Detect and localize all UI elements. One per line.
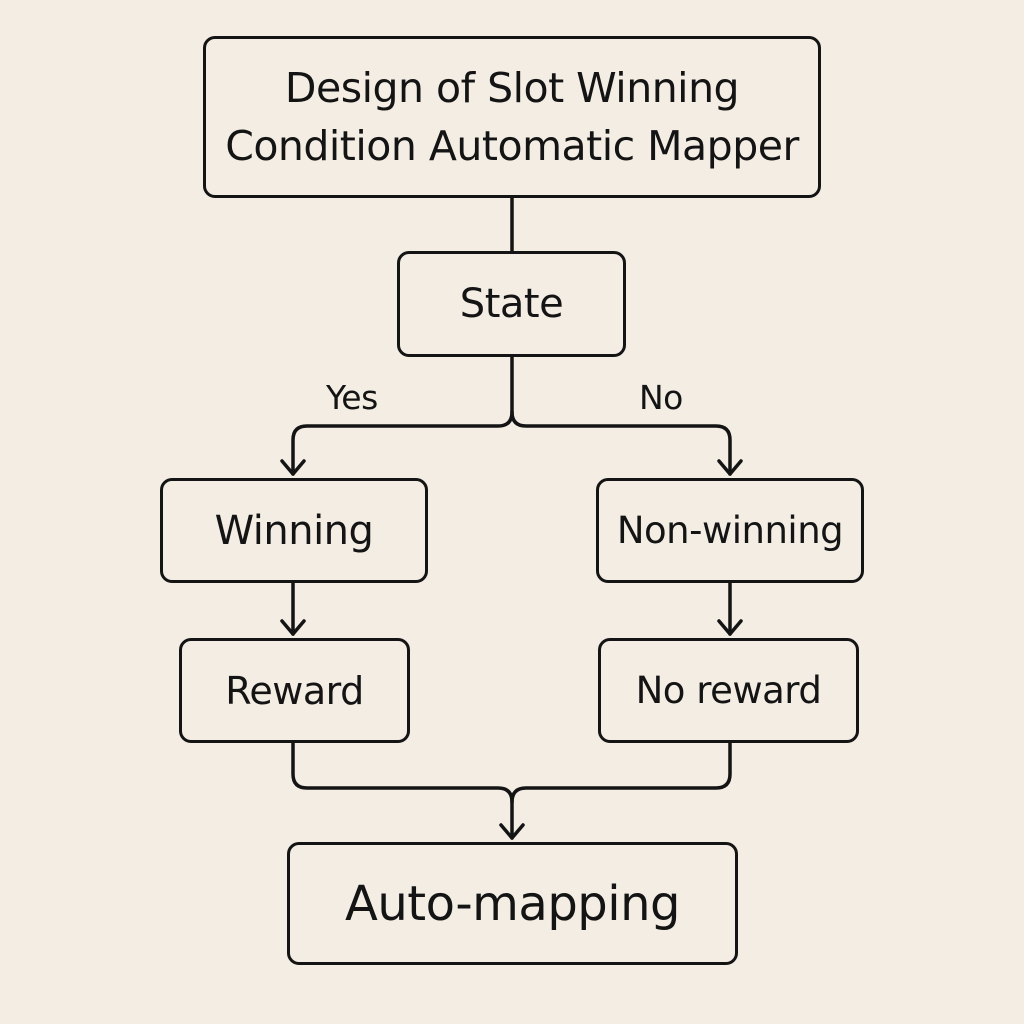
- state-node: State: [397, 251, 626, 357]
- non-winning-node: Non-winning: [596, 478, 864, 583]
- arrowhead-winning: [280, 459, 306, 476]
- arrowhead-noreward: [717, 619, 743, 636]
- winning-node: Winning: [160, 478, 428, 583]
- connector-state-split-right: [510, 410, 732, 476]
- reward-node: Reward: [179, 638, 410, 743]
- connector-reward-merge: [291, 741, 514, 840]
- auto-mapping-node: Auto-mapping: [287, 842, 738, 965]
- arrowhead-reward: [280, 619, 306, 636]
- state-label: State: [459, 281, 564, 327]
- arrowhead-nonwinning: [717, 459, 743, 476]
- connector-noreward-merge: [510, 741, 732, 804]
- winning-label: Winning: [214, 507, 374, 554]
- arrowhead-automap: [499, 823, 525, 840]
- yes-edge-label: Yes: [326, 378, 378, 417]
- no-reward-label: No reward: [635, 669, 822, 712]
- auto-mapping-label: Auto-mapping: [345, 875, 681, 932]
- no-reward-node: No reward: [598, 638, 859, 743]
- title-line-2: Condition Automatic Mapper: [225, 122, 799, 170]
- non-winning-label: Non-winning: [616, 509, 844, 552]
- title-node: Design of Slot Winning Condition Automat…: [203, 36, 821, 198]
- no-edge-label: No: [639, 378, 683, 417]
- title-line-1: Design of Slot Winning: [284, 64, 740, 112]
- reward-label: Reward: [225, 668, 364, 713]
